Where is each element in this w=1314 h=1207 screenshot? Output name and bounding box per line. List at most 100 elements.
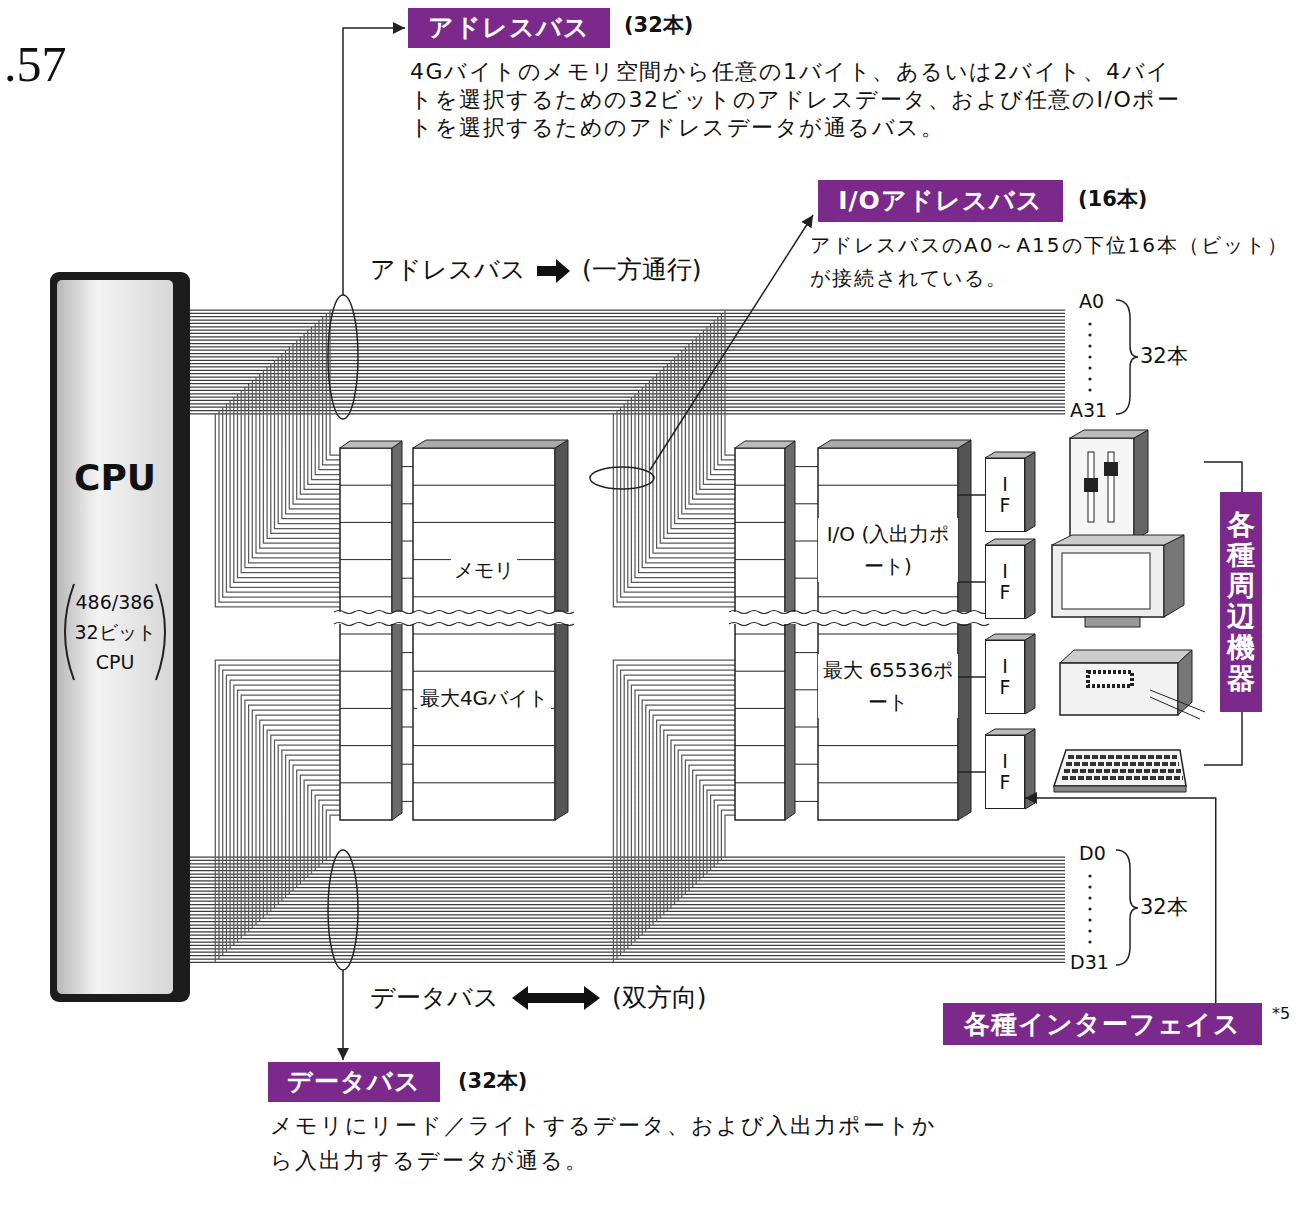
if-side xyxy=(1025,634,1035,714)
tower-pc-top xyxy=(1070,430,1148,438)
signal-name: A0 xyxy=(1079,289,1104,314)
dot xyxy=(1088,918,1091,921)
dot xyxy=(1088,885,1091,888)
dot xyxy=(1088,907,1091,910)
io-side xyxy=(958,440,971,820)
node-title: IF xyxy=(999,561,1011,603)
cpu-face xyxy=(57,280,173,994)
printer-paper xyxy=(1150,690,1205,719)
node-title: 各種周辺機器 xyxy=(1227,510,1255,695)
line-count: (32本) xyxy=(624,12,693,39)
leader-line xyxy=(343,28,405,295)
node-body: 最大4Gバイト xyxy=(417,682,551,714)
bus-heading: データバス xyxy=(268,1062,440,1102)
port-wire xyxy=(958,581,985,583)
line-count: 32本 xyxy=(1140,343,1188,370)
node-body: 最大 65536ポート xyxy=(818,654,958,718)
printer-panel xyxy=(1088,672,1132,686)
address-branch xyxy=(215,310,340,607)
dot xyxy=(1088,896,1091,899)
if-side xyxy=(1025,452,1035,532)
pointer-arrow xyxy=(1025,798,1216,1003)
break-mark xyxy=(334,611,989,626)
monitor-side xyxy=(1164,535,1184,617)
if-side xyxy=(1025,729,1035,809)
printer-side xyxy=(1178,650,1192,715)
footnote-mark: *5 xyxy=(1272,1003,1290,1024)
brace xyxy=(1116,850,1138,965)
dot xyxy=(1088,355,1091,358)
leader-line xyxy=(650,215,813,470)
interface-box: IF xyxy=(985,458,1025,532)
bus-name: アドレスバス xyxy=(370,254,526,286)
memory-block: メモリ最大4Gバイト xyxy=(413,448,555,820)
keyboard-keys xyxy=(1062,757,1183,778)
tower-pc xyxy=(1070,438,1134,540)
leader-line xyxy=(342,970,344,1060)
if-side xyxy=(1025,539,1035,619)
bus-ellipse xyxy=(328,295,358,419)
dot xyxy=(1088,940,1091,943)
node-title: メモリ xyxy=(451,554,517,586)
dot xyxy=(1088,929,1091,932)
bus-ellipse xyxy=(328,850,358,970)
break-line xyxy=(334,611,574,626)
direction-note: (双方向) xyxy=(612,982,707,1014)
dot xyxy=(1088,333,1091,336)
cell-rows xyxy=(340,467,958,802)
memory-side xyxy=(555,440,568,820)
line-count: (32本) xyxy=(458,1068,527,1095)
brace xyxy=(1116,300,1138,414)
port-wire xyxy=(958,771,985,773)
interface-box: IF xyxy=(985,640,1025,714)
keyboard-edge xyxy=(1054,786,1186,792)
parenthesis xyxy=(65,584,74,680)
memory-top xyxy=(413,440,568,448)
signal-name: A31 xyxy=(1070,398,1107,423)
node-title: データバス xyxy=(287,1066,421,1097)
monitor-screen xyxy=(1062,553,1150,609)
strip-top xyxy=(735,441,795,448)
bus-bundle xyxy=(190,310,1065,962)
data-branch xyxy=(613,660,735,962)
two-way-arrow xyxy=(512,986,600,1010)
description: メモリにリード／ライトするデータ、および入出力ポートから入出力するデータが通る。 xyxy=(270,1108,955,1178)
strip-side xyxy=(785,441,795,820)
line-count: (16本) xyxy=(1078,186,1147,213)
interface-box: IF xyxy=(985,545,1025,619)
monitor-top xyxy=(1052,535,1184,545)
direction-note: (一方通行) xyxy=(582,254,702,286)
io-top xyxy=(818,440,971,448)
dot xyxy=(1088,388,1091,391)
slot-knob xyxy=(1084,478,1098,492)
dot xyxy=(1088,377,1091,380)
node-title: IF xyxy=(999,474,1011,516)
dot xyxy=(1088,344,1091,347)
parenthesis xyxy=(156,584,165,680)
strip-top xyxy=(340,441,402,448)
node-title: IF xyxy=(999,751,1011,793)
strip-side xyxy=(392,441,402,820)
signal-name: D31 xyxy=(1070,950,1109,975)
printer xyxy=(1060,663,1178,715)
interface-box: IF xyxy=(985,735,1025,809)
signal-name: D0 xyxy=(1079,841,1106,866)
printer-top xyxy=(1060,650,1192,663)
group-heading: 各種周辺機器 xyxy=(1220,492,1262,712)
line-count: 32本 xyxy=(1140,894,1188,921)
port-wire xyxy=(958,494,985,496)
dot xyxy=(1088,366,1091,369)
node-title: CPU xyxy=(74,456,156,499)
description: 4Gバイトのメモリ空間から任意の1バイト、あるいは2バイト、4バイトを選択するた… xyxy=(410,58,1190,142)
description: アドレスバスのA0～A15の下位16本（ビット）が接続されている。 xyxy=(810,229,1300,295)
bus-heading: I/Oアドレスバス xyxy=(818,180,1063,222)
slot-knob xyxy=(1104,462,1118,476)
node-title: IF xyxy=(999,656,1011,698)
cpu-housing xyxy=(50,272,190,1002)
monitor-stand xyxy=(1085,617,1140,627)
bus-name: データバス xyxy=(370,982,499,1014)
node-body: 486/386 32ビット CPU xyxy=(72,587,158,677)
one-way-arrow xyxy=(537,259,570,283)
